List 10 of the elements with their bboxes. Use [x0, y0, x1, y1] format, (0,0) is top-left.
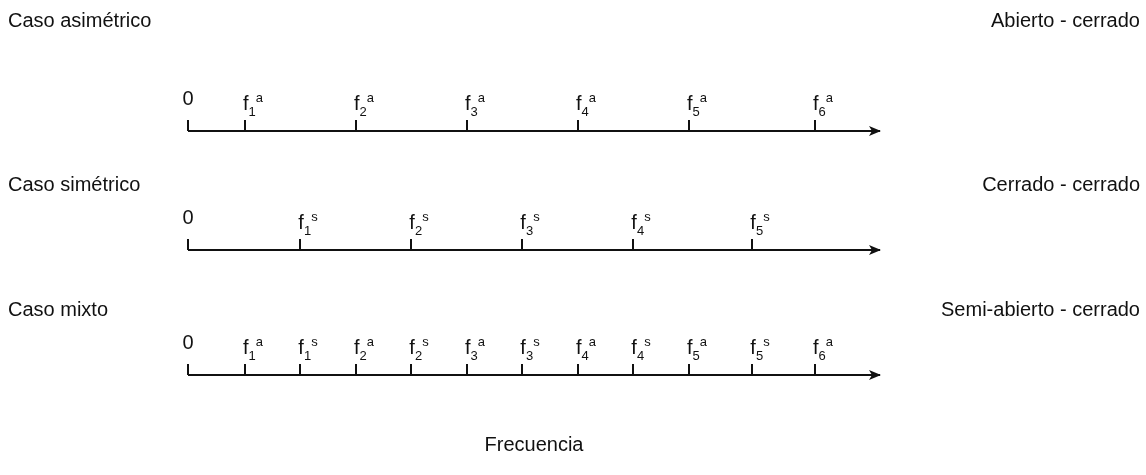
case-title: Caso asimétrico [8, 8, 152, 32]
boundary-condition-label: Semi-abierto - cerrado [941, 297, 1140, 321]
origin-label: 0 [182, 86, 194, 110]
boundary-condition-label: Cerrado - cerrado [982, 172, 1140, 196]
boundary-condition-label: Abierto - cerrado [991, 8, 1140, 32]
origin-label: 0 [182, 205, 194, 229]
origin-label: 0 [182, 330, 194, 354]
case-title: Caso mixto [8, 297, 109, 321]
axis-title: Frecuencia [484, 432, 584, 456]
case-title: Caso simétrico [8, 172, 141, 196]
